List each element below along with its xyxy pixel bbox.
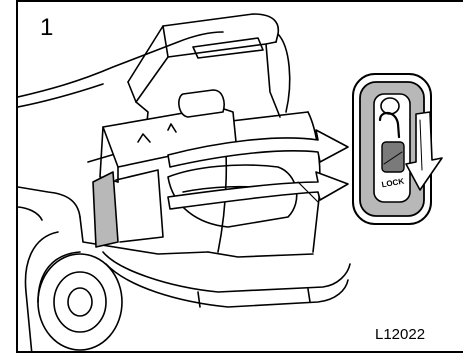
trunk-illustration xyxy=(18,2,463,353)
figure-panel: 1 LOCK L12022 xyxy=(16,0,463,353)
rear-seatback xyxy=(93,90,236,247)
rear-wheel xyxy=(38,252,122,350)
seatback-lock-detail xyxy=(353,74,442,224)
step-number: 1 xyxy=(40,16,53,40)
reference-code: L12022 xyxy=(375,326,425,343)
